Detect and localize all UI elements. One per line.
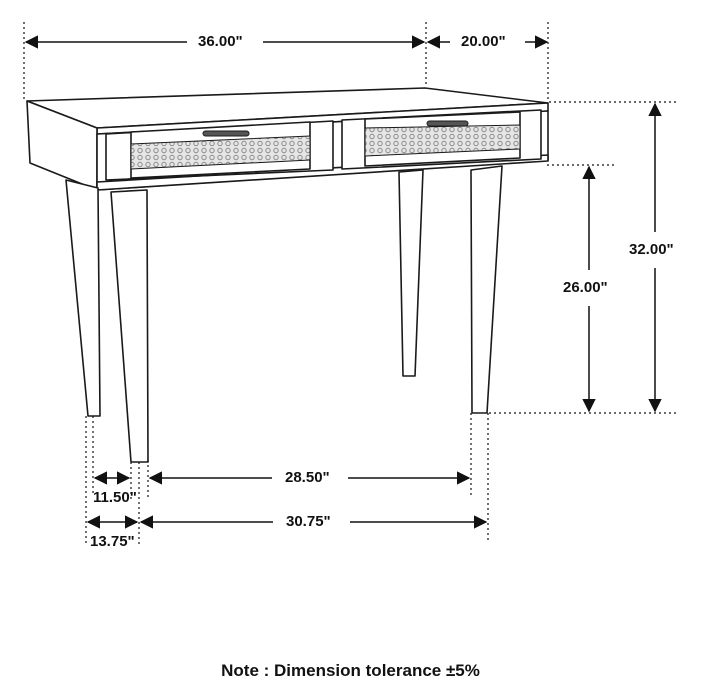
drawer-right-rattan — [364, 124, 521, 157]
leg-back-left — [65, 179, 101, 417]
dim-label-side-outer-span: 13.75" — [90, 533, 135, 550]
dim-label-inner-leg-span: 28.50" — [285, 469, 330, 486]
drawer-right-handle — [426, 120, 469, 127]
dim-label-depth: 20.00" — [461, 33, 506, 50]
leg-front-right — [470, 165, 503, 414]
drawer-left-rattan — [130, 135, 311, 170]
dim-label-side-inner-span: 11.50" — [93, 489, 137, 506]
leg-front-left — [110, 189, 149, 463]
leg-back-right — [398, 169, 424, 377]
drawer-left-handle — [202, 130, 250, 137]
dim-label-total-height: 32.00" — [629, 241, 674, 258]
dim-label-width: 36.00" — [198, 33, 243, 50]
dimension-lines — [23, 22, 678, 545]
dim-label-outer-leg-span: 30.75" — [286, 513, 331, 530]
dim-label-clearance-height: 26.00" — [563, 279, 608, 296]
desk — [26, 87, 549, 463]
tolerance-note: Note : Dimension tolerance ±5% — [221, 661, 480, 680]
